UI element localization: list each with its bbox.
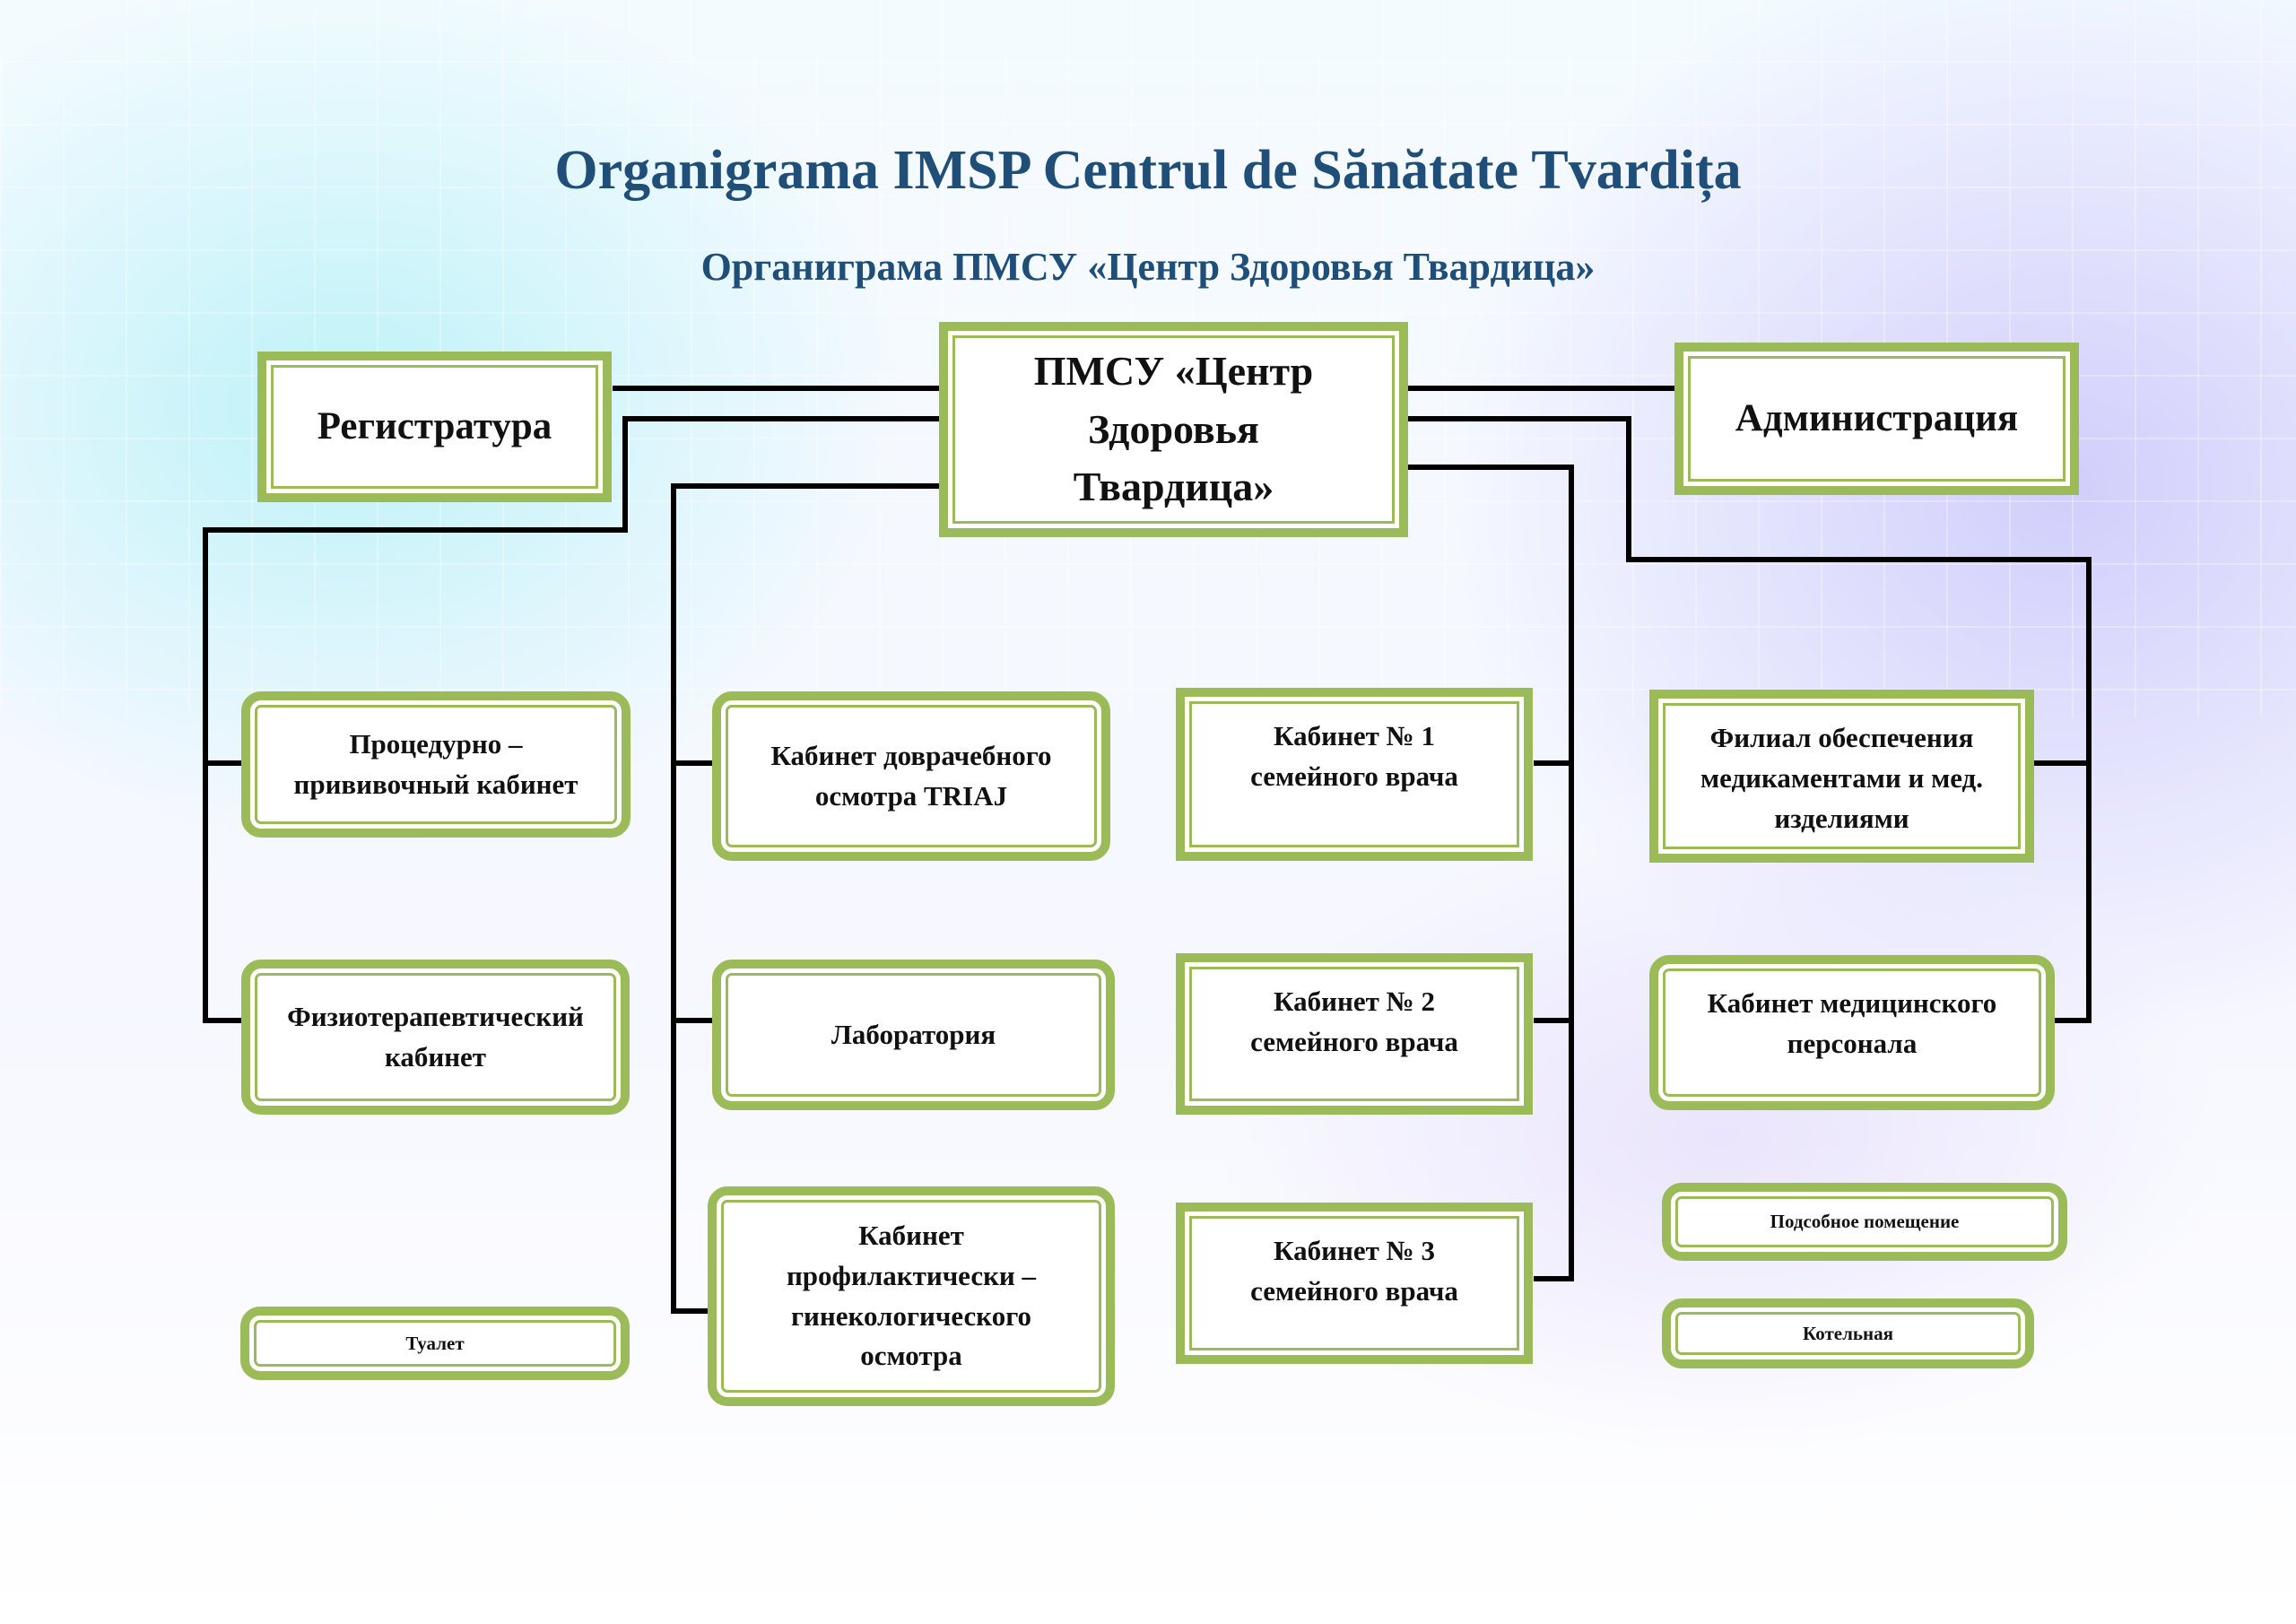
node-fam2: Кабинет № 2 семейного врача <box>1176 953 1533 1115</box>
node-registry: Регистратура <box>257 352 612 502</box>
line-root-left-branch <box>203 416 939 1023</box>
node-root: ПМСУ «Центр Здоровья Твардица» <box>939 322 1408 537</box>
line-root-center-left-branch <box>671 483 939 1314</box>
node-label: Процедурно – прививочный кабинет <box>293 727 578 800</box>
page-subtitle: Органиграма ПМСУ «Центр Здоровья Твардиц… <box>700 245 1596 289</box>
node-label: Регистратура <box>317 404 552 447</box>
node-administration: Администрация <box>1674 343 2079 495</box>
node-label: Кабинет медицинского персонала <box>1707 987 1997 1059</box>
node-procedure: Процедурно – прививочный кабинет <box>241 691 631 838</box>
node-triage: Кабинет доврачебного осмотра TRIAJ <box>712 691 1110 861</box>
node-lab: Лаборатория <box>712 960 1115 1110</box>
node-label: Лаборатория <box>831 1018 996 1050</box>
node-label: Кабинет профилактически – гинекологическ… <box>786 1219 1037 1372</box>
node-label: Администрация <box>1735 396 2019 439</box>
line-root-center-right-branch <box>1407 465 1574 1281</box>
node-label: Туалет <box>405 1332 465 1354</box>
node-label: Кабинет № 1 семейного врача <box>1250 720 1458 792</box>
node-label: Филиал обеспечения медикаментами и мед. … <box>1700 722 1983 834</box>
node-fam3: Кабинет № 3 семейного врача <box>1176 1203 1533 1364</box>
node-toilet: Туалет <box>240 1307 630 1380</box>
page-title: Organigrama IMSP Centrul de Sănătate Tva… <box>554 140 1742 201</box>
node-label: Кабинет доврачебного осмотра TRIAJ <box>770 739 1052 812</box>
node-gyn: Кабинет профилактически – гинекологическ… <box>708 1186 1115 1406</box>
line-root-right-branch <box>1407 416 2092 1023</box>
node-physio: Физиотерапевтический кабинет <box>241 960 630 1115</box>
node-label: Кабинет № 3 семейного врача <box>1250 1235 1458 1307</box>
node-pharmacy: Филиал обеспечения медикаментами и мед. … <box>1649 690 2034 863</box>
node-label: Кабинет № 2 семейного врача <box>1250 986 1458 1057</box>
node-label: ПМСУ «Центр Здоровья Твардица» <box>1033 348 1314 510</box>
node-label: Физиотерапевтический кабинет <box>287 1000 584 1073</box>
node-boiler: Котельная <box>1662 1298 2034 1368</box>
node-staff: Кабинет медицинского персонала <box>1649 955 2055 1110</box>
node-label: Котельная <box>1803 1322 1893 1344</box>
node-fam1: Кабинет № 1 семейного врача <box>1176 688 1533 861</box>
node-utility: Подсобное помещение <box>1662 1183 2067 1261</box>
node-label: Подсобное помещение <box>1770 1211 1960 1233</box>
